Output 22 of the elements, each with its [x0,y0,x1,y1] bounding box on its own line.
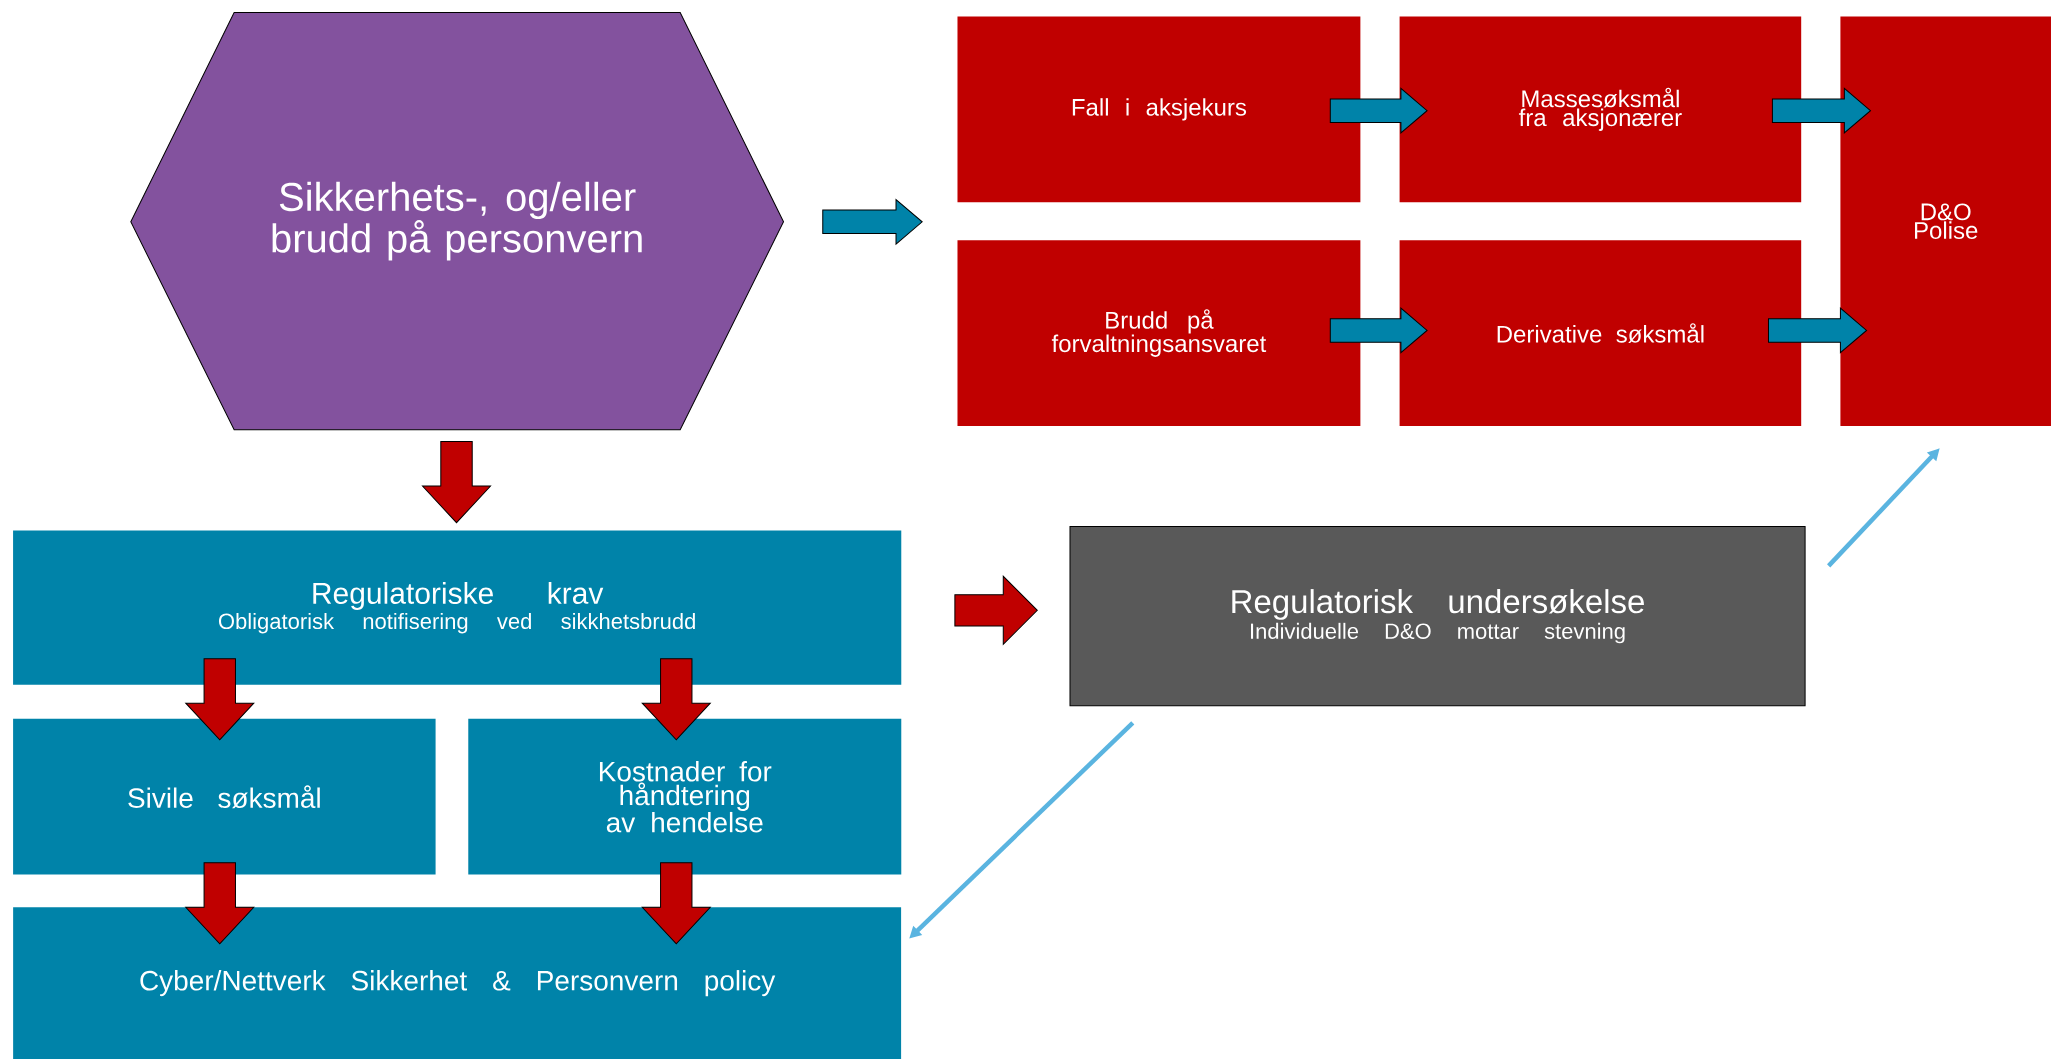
process-box: Fall i aksjekurs [957,16,1361,203]
process-box: Regulatoriske krav Obligatorisk notifisering ved sikkhetsbrudd [13,530,902,685]
process-box: Cyber/Nettverk Sikkerhet & Personvern policy [13,907,902,1059]
block-arrow [1329,87,1428,134]
block-arrow [954,575,1038,645]
process-box: Derivative søksmål [1399,240,1802,426]
hexagon: Sikkerhets-, og/eller brudd på personvern [130,12,784,431]
block-arrow [822,199,923,245]
process-box: Massesøksmål fra aksjonærer [1399,16,1802,203]
block-arrow [185,862,255,945]
process-box: D&O Polise [1840,16,2051,426]
block-arrow [1767,307,1868,354]
block-arrow [1329,307,1428,354]
block-arrow [641,862,711,945]
process-box: Kostnader for håndtering av hendelse [468,718,902,875]
process-box: Regulatorisk undersøkelse Individuelle D&O mottar stevning [1069,526,1806,707]
block-arrow [1771,87,1871,134]
process-box: Sivile søksmål [13,718,436,875]
block-arrow [422,441,491,524]
block-arrow [185,658,255,741]
process-box: Brudd på forvaltningsansvaret [957,240,1361,426]
block-arrow [641,658,711,741]
